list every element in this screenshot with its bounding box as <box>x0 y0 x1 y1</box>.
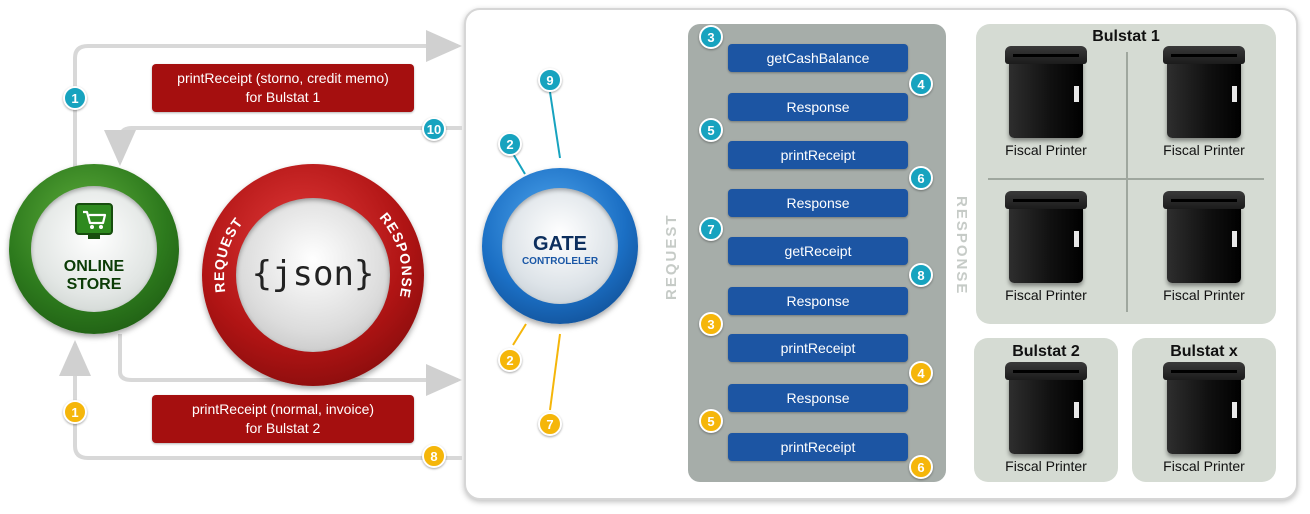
online-store-label: ONLINE STORE <box>31 258 157 294</box>
bulstat-1-vertical-divider <box>1126 52 1128 312</box>
json-arc-labels: REQUEST RESPONSE <box>211 209 415 300</box>
fiscal-printer-icon <box>1163 191 1245 285</box>
response-direction-label: RESPONSE <box>953 196 970 296</box>
gate-subtitle: CONTROLELER <box>521 256 599 267</box>
fiscal-printer-icon <box>1163 46 1245 140</box>
storno-label-line1: printReceipt (storno, credit memo) <box>177 70 389 86</box>
json-logo-text: {json} <box>251 254 375 294</box>
flow-step-badge-4: 4 <box>909 72 933 96</box>
flow-step-badge-5: 5 <box>699 118 723 142</box>
flow-step-badge-3: 3 <box>699 312 723 336</box>
json-request-label: REQUEST <box>211 214 246 294</box>
fiscal-printer-icon <box>1005 46 1087 140</box>
step-badge-teal-9: 9 <box>538 68 562 92</box>
json-face <box>236 198 390 352</box>
flow-step-badge-8: 8 <box>909 263 933 287</box>
json-response-label: RESPONSE <box>377 209 415 300</box>
message-get-cash-balance: getCashBalance <box>728 44 908 72</box>
fiscal-printer-label: Fiscal Printer <box>1005 142 1087 158</box>
message-response: Response <box>728 189 908 217</box>
fiscal-printer-label: Fiscal Printer <box>1163 287 1245 303</box>
message-print-receipt: printReceipt <box>728 433 908 461</box>
flow-step-badge-6: 6 <box>909 166 933 190</box>
step-badge-amber-1: 1 <box>63 400 87 424</box>
step-badge-amber-2: 2 <box>498 348 522 372</box>
storno-request-label: printReceipt (storno, credit memo) for B… <box>152 64 414 112</box>
step-badge-teal-2: 2 <box>498 132 522 156</box>
step-badge-teal-10: 10 <box>422 117 446 141</box>
flow-step-badge-5: 5 <box>699 409 723 433</box>
message-response: Response <box>728 93 908 121</box>
step-badge-amber-8: 8 <box>422 444 446 468</box>
message-print-receipt: printReceipt <box>728 141 908 169</box>
printer-group-title: Bulstat 1 <box>1092 28 1160 45</box>
flow-step-badge-3: 3 <box>699 25 723 49</box>
fiscal-printer-label: Fiscal Printer <box>1163 142 1245 158</box>
printer-group-title: Bulstat x <box>1170 343 1238 360</box>
normal-label-line2: for Bulstat 2 <box>245 420 321 436</box>
gate-controller-face <box>502 188 618 304</box>
step-badge-amber-7: 7 <box>538 412 562 436</box>
top-response-line <box>104 126 462 166</box>
fiscal-printer-label: Fiscal Printer <box>1005 458 1087 474</box>
fiscal-printer-icon <box>1005 362 1087 456</box>
fiscal-printer-label: Fiscal Printer <box>1005 287 1087 303</box>
gate-title: GATE <box>532 233 588 255</box>
request-direction-label: REQUEST <box>663 213 680 300</box>
fiscal-printer-icon <box>1163 362 1245 456</box>
message-get-receipt: getReceipt <box>728 237 908 265</box>
fiscal-printer-label: Fiscal Printer <box>1163 458 1245 474</box>
message-response: Response <box>728 384 908 412</box>
message-response: Response <box>728 287 908 315</box>
flow-step-badge-6: 6 <box>909 455 933 479</box>
store-label-line1: ONLINE <box>63 258 125 275</box>
store-label-line2: STORE <box>66 276 122 293</box>
message-print-receipt: printReceipt <box>728 334 908 362</box>
printer-group-title: Bulstat 2 <box>1012 343 1080 360</box>
shopping-cart-icon <box>75 203 113 239</box>
bulstat-1-horizontal-divider <box>988 178 1264 180</box>
fiscal-printer-icon <box>1005 191 1087 285</box>
storno-label-line2: for Bulstat 1 <box>245 89 321 105</box>
normal-label-line1: printReceipt (normal, invoice) <box>191 401 375 417</box>
flow-step-badge-4: 4 <box>909 361 933 385</box>
normal-request-label: printReceipt (normal, invoice) for Bulst… <box>152 395 414 443</box>
step-badge-teal-1: 1 <box>63 86 87 110</box>
flow-step-badge-7: 7 <box>699 217 723 241</box>
